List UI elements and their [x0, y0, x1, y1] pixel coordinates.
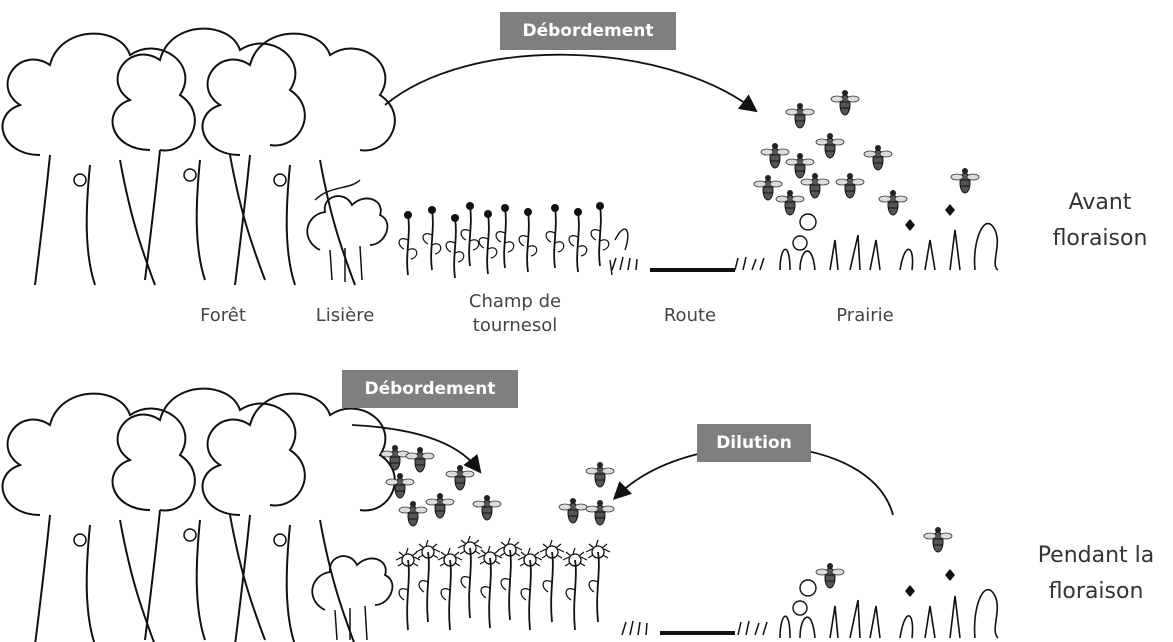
- overflow-arrow-top: [384, 53, 758, 113]
- road-top: [611, 256, 765, 272]
- overflow-badge-bottom: Débordement: [342, 370, 518, 408]
- bee-swarm-meadow-remaining: [815, 526, 953, 589]
- side-label-before: Avant floraison: [1035, 185, 1165, 257]
- edge-bushes-top: [306, 179, 389, 282]
- bee-swarm-top: [753, 89, 980, 216]
- zone-label-field-line1: Champ de: [468, 291, 562, 312]
- meadow-bottom: [779, 569, 999, 639]
- forest-top: [1, 27, 396, 286]
- edge-bushes-bottom: [311, 555, 394, 641]
- sunflower-field-bottom: [395, 535, 611, 631]
- side-label-during-line1: Pendant la: [1037, 543, 1155, 568]
- zone-label-field: Champ de tournesol: [450, 290, 580, 338]
- zone-label-road: Route: [663, 305, 717, 326]
- zone-label-edge: Lisière: [315, 305, 375, 326]
- side-label-during-line2: floraison: [1048, 579, 1144, 604]
- road-bottom: [621, 620, 768, 636]
- overflow-badge-top: Débordement: [500, 12, 676, 50]
- zone-label-meadow: Prairie: [836, 305, 894, 326]
- side-label-before-line1: Avant: [1068, 190, 1132, 215]
- zone-label-field-line2: tournesol: [472, 315, 558, 336]
- forest-bottom: [1, 387, 396, 642]
- side-label-during: Pendant la floraison: [1022, 538, 1170, 610]
- meadow-top: [779, 204, 999, 271]
- sunflower-field-top: [398, 201, 629, 279]
- bee-swarm-field: [380, 444, 615, 527]
- dilution-badge: Dilution: [697, 424, 811, 462]
- overflow-arrow-bottom: [351, 424, 482, 474]
- side-label-before-line2: floraison: [1052, 226, 1148, 251]
- zone-label-forest: Forêt: [200, 305, 246, 326]
